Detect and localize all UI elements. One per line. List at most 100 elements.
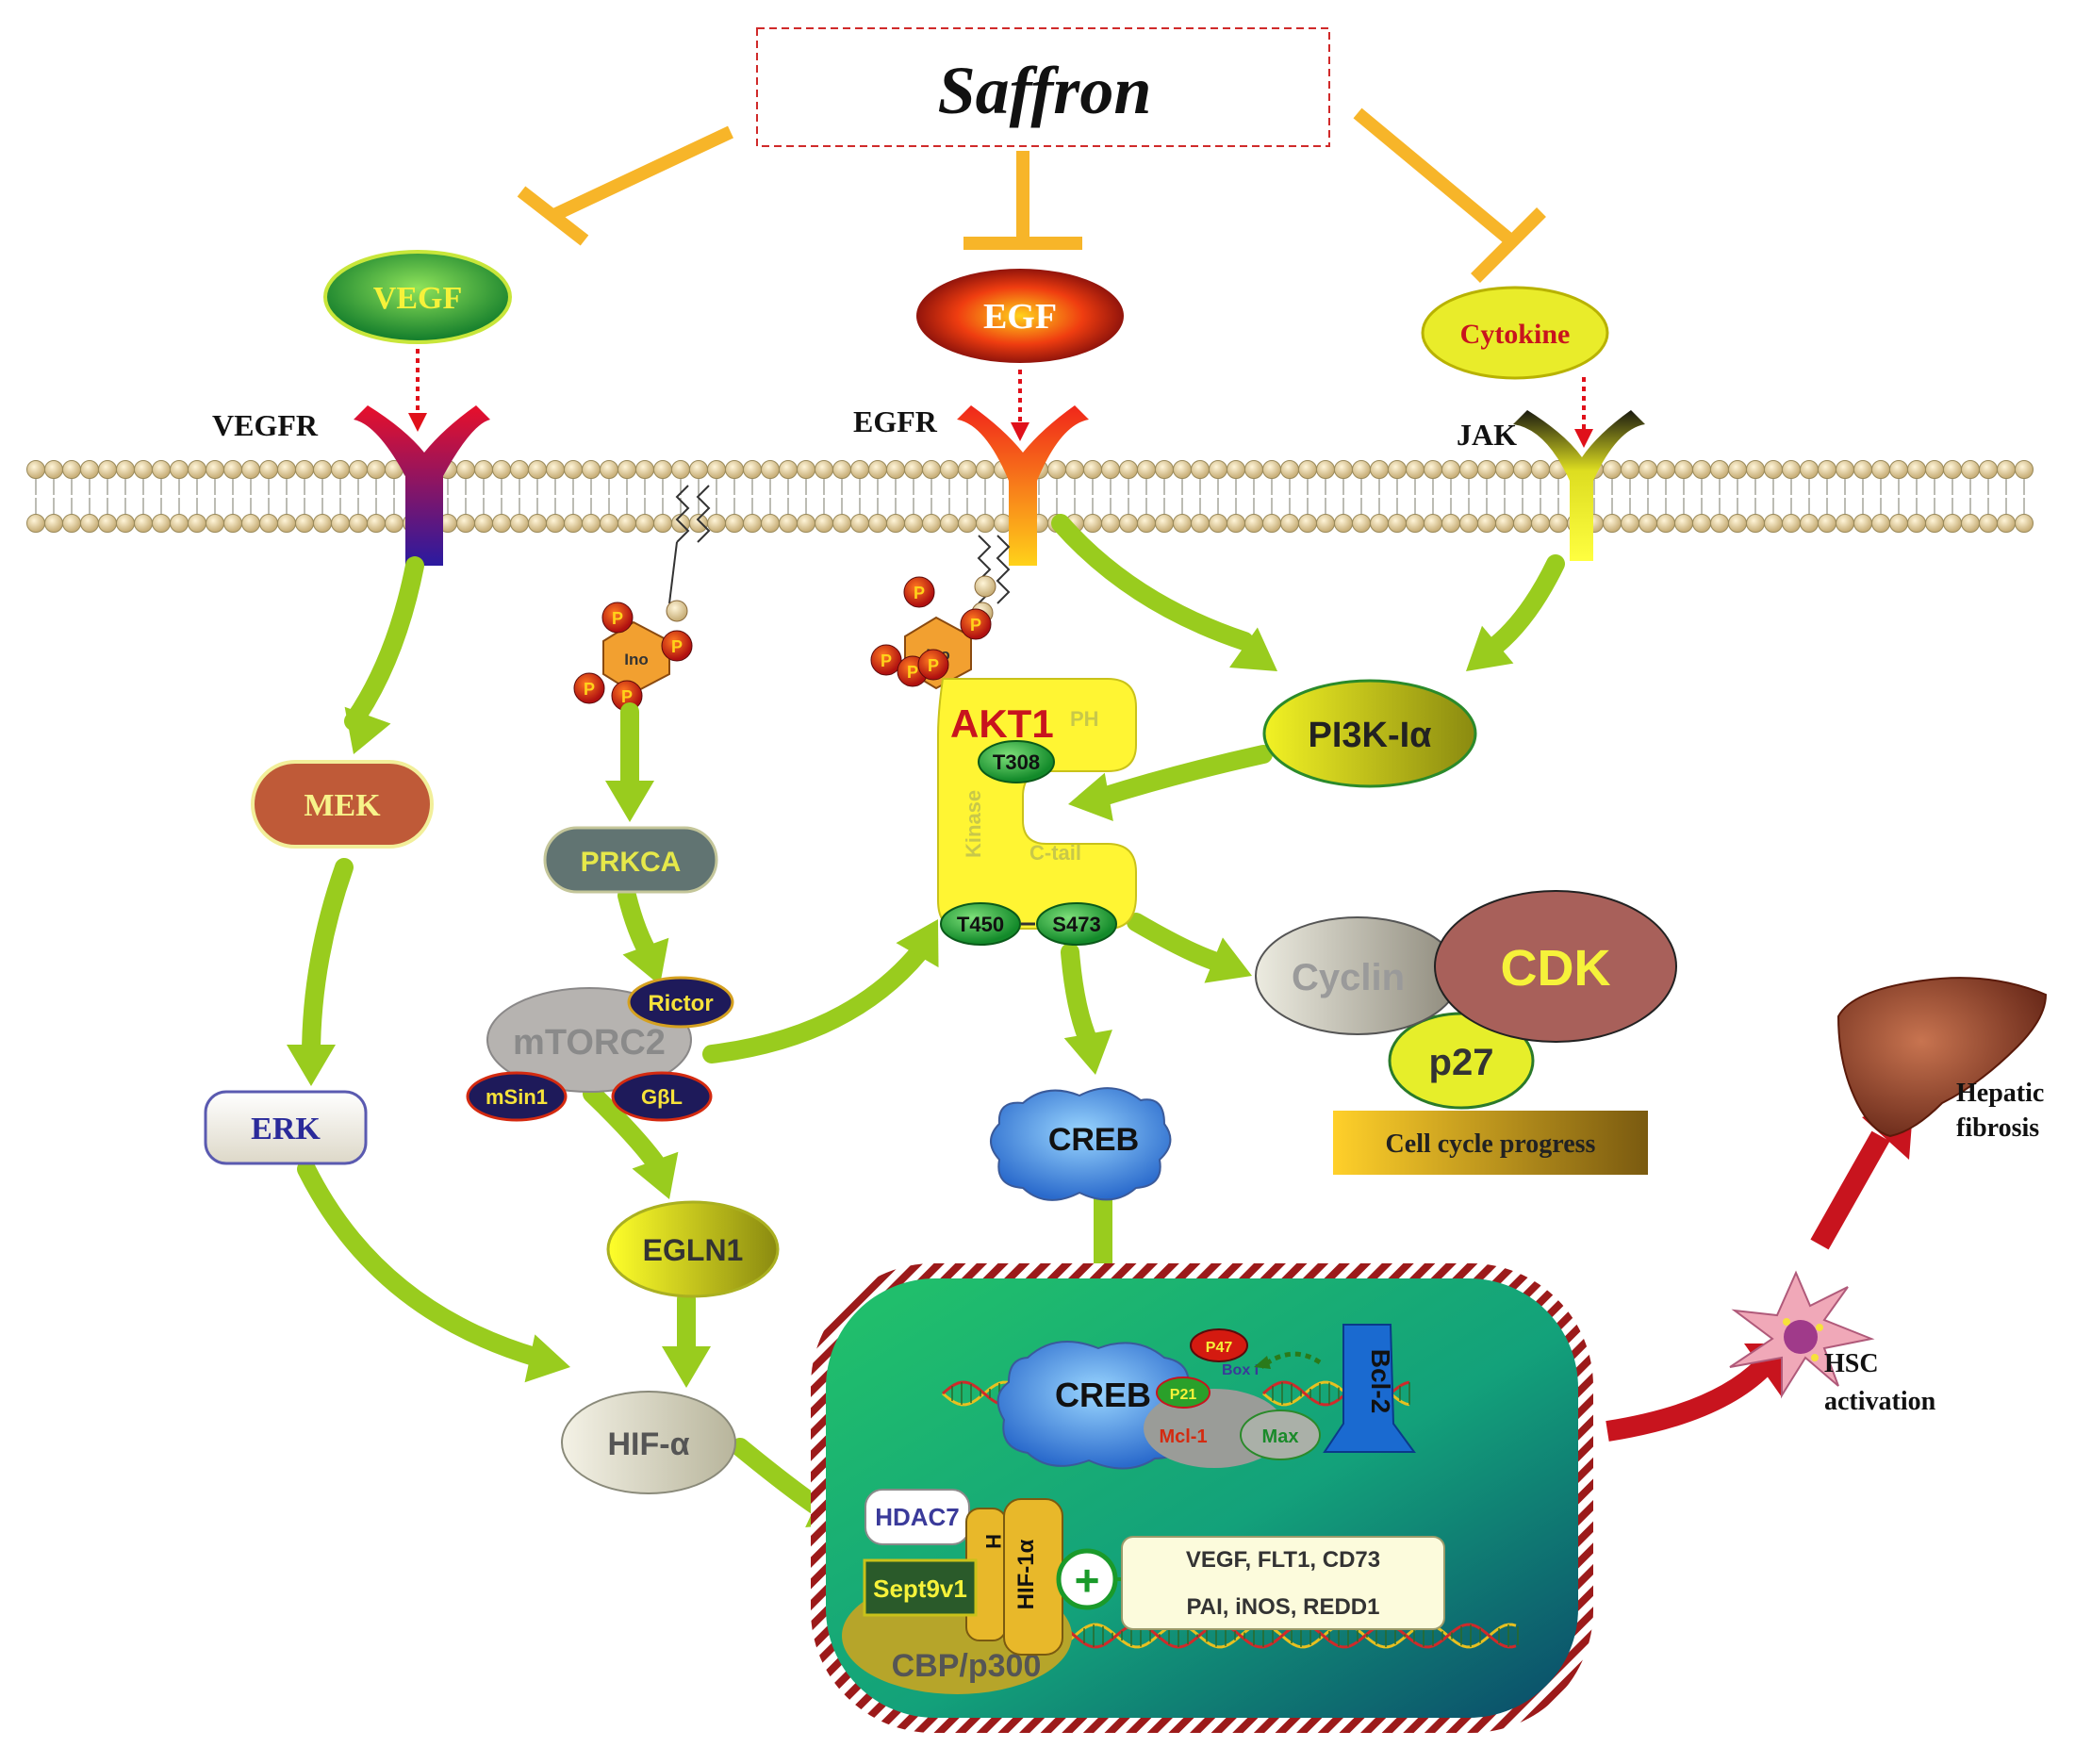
inhibition-lines — [517, 107, 1546, 283]
plus-label: + — [1075, 1556, 1100, 1605]
cell-cycle-label: Cell cycle progress — [1386, 1129, 1596, 1159]
t450-site — [940, 902, 1021, 946]
ligand-binding-arrows — [408, 349, 1593, 448]
pi3k-label: PI3K-Iα — [1308, 716, 1431, 755]
svg-text:P: P — [671, 637, 683, 656]
rictor-label: Rictor — [648, 991, 713, 1016]
inhibit-bar-vegf — [517, 186, 589, 246]
akt1-kinase-domain: Kinase — [962, 790, 985, 858]
fibrosis-label-2: fibrosis — [1956, 1113, 2039, 1143]
akt1-ph-domain: PH — [1070, 707, 1099, 731]
s473-site — [1036, 902, 1117, 946]
green-arrow-head-4 — [622, 937, 669, 985]
inositol-phosphate-right: Ino P P P P P — [870, 535, 1011, 690]
cdk-node — [1434, 890, 1677, 1043]
svg-text:P: P — [914, 584, 925, 602]
svg-text:P: P — [970, 616, 981, 635]
target-genes-line1: VEGF, FLT1, CD73 — [1186, 1547, 1380, 1573]
svg-text:P: P — [881, 651, 892, 670]
egfr-receptor — [957, 405, 1089, 566]
activation-arrows — [287, 514, 1565, 1527]
target-genes-box — [1121, 1536, 1445, 1630]
green-arrow-head-12 — [1063, 1030, 1112, 1075]
prkca-node — [543, 826, 718, 894]
svg-text:P: P — [907, 663, 918, 682]
egfr-label: EGFR — [853, 404, 938, 438]
green-arrow-10 — [1094, 745, 1273, 806]
creb-cytoplasm — [990, 1087, 1172, 1201]
plus-icon — [1056, 1548, 1118, 1610]
egf-label: EGF — [983, 297, 1057, 337]
jak-receptor — [1513, 410, 1645, 561]
mek-label: MEK — [304, 788, 381, 823]
saffron-title: Saffron — [938, 53, 1152, 128]
svg-text:Ino: Ino — [624, 651, 649, 668]
hdac7-label: HDAC7 — [875, 1503, 960, 1531]
p47-label: P47 — [1206, 1340, 1233, 1356]
hif-h-label: H — [981, 1534, 1005, 1549]
green-arrow-head-7 — [896, 919, 939, 968]
akt1-label: AKT1 — [950, 701, 1054, 746]
green-arrow-12 — [1061, 943, 1098, 1051]
cyclin-label: Cyclin — [1292, 957, 1405, 998]
fibrosis-label-1: Hepatic — [1956, 1079, 2044, 1108]
green-arrow-head-6 — [662, 1346, 711, 1388]
inositol-phosphate-left: Ino P P P P — [573, 485, 711, 712]
green-arrow-1 — [302, 858, 354, 1065]
mek-node — [251, 760, 434, 849]
nucleus-to-hsc-arrow — [1606, 1360, 1770, 1442]
max-node — [1240, 1410, 1321, 1460]
hif-alpha-node — [561, 1391, 736, 1494]
erk-label: ERK — [251, 1112, 321, 1146]
green-arrow-head-11 — [1204, 937, 1252, 983]
sept9v1-label: Sept9v1 — [873, 1574, 967, 1603]
erk-node — [204, 1090, 368, 1165]
green-arrow-9 — [1480, 554, 1565, 660]
max-label: Max — [1262, 1426, 1299, 1447]
p21-label: P21 — [1170, 1387, 1197, 1403]
cytokine-label: Cytokine — [1460, 319, 1571, 350]
bcl2-protein — [1323, 1324, 1416, 1453]
gbl-subunit — [611, 1071, 713, 1122]
vegfr-receptor — [354, 405, 490, 566]
p47-node — [1190, 1328, 1248, 1362]
svg-text:P: P — [621, 687, 633, 706]
green-arrow-head-3 — [605, 781, 654, 822]
hsc-label-2: activation — [1824, 1387, 1936, 1416]
target-genes-line2: PAI, iNOS, REDD1 — [1187, 1594, 1380, 1620]
p27-label: p27 — [1429, 1042, 1494, 1083]
cytokine-ligand — [1421, 286, 1609, 380]
akt1-ctail-domain: C-tail — [1029, 841, 1081, 865]
hif1a-label: HIF-1α — [1013, 1539, 1039, 1609]
t308-label: T308 — [993, 750, 1040, 774]
hif-alpha-label: HIF-α — [608, 1426, 690, 1462]
bcl2-label: Bcl-2 — [1366, 1349, 1395, 1413]
saffron-box — [756, 27, 1330, 147]
p21-node — [1156, 1377, 1210, 1409]
egln1-node — [606, 1200, 780, 1298]
svg-text:P: P — [584, 680, 595, 699]
green-arrow-head-1 — [287, 1045, 336, 1086]
cdk-label: CDK — [1501, 940, 1611, 997]
green-arrow-head-2 — [524, 1334, 570, 1383]
green-arrow-2 — [297, 1160, 547, 1367]
green-arrow-head-5 — [632, 1151, 679, 1199]
mcl1-label: Mcl-1 — [1159, 1426, 1207, 1447]
mtorc2-label: mTORC2 — [513, 1023, 666, 1063]
creb-nuclear-label: CREB — [1055, 1376, 1151, 1414]
t308-site — [978, 740, 1055, 783]
hsc-to-fibrosis-arrow — [1810, 1130, 1890, 1250]
vegfr-label: VEGFR — [212, 408, 319, 442]
egln1-label: EGLN1 — [643, 1233, 744, 1267]
gbl-label: GβL — [641, 1085, 683, 1109]
green-arrow-7 — [702, 943, 929, 1063]
vegf-label: VEGF — [373, 281, 462, 316]
green-arrow-0 — [344, 556, 424, 731]
svg-text:P: P — [928, 656, 939, 675]
hsc-cell-icon — [1729, 1270, 1875, 1399]
green-arrow-head-0 — [344, 706, 391, 754]
sept9v1-node — [863, 1558, 978, 1617]
msin1-label: mSin1 — [486, 1085, 548, 1109]
liver-icon — [1836, 977, 2048, 1138]
